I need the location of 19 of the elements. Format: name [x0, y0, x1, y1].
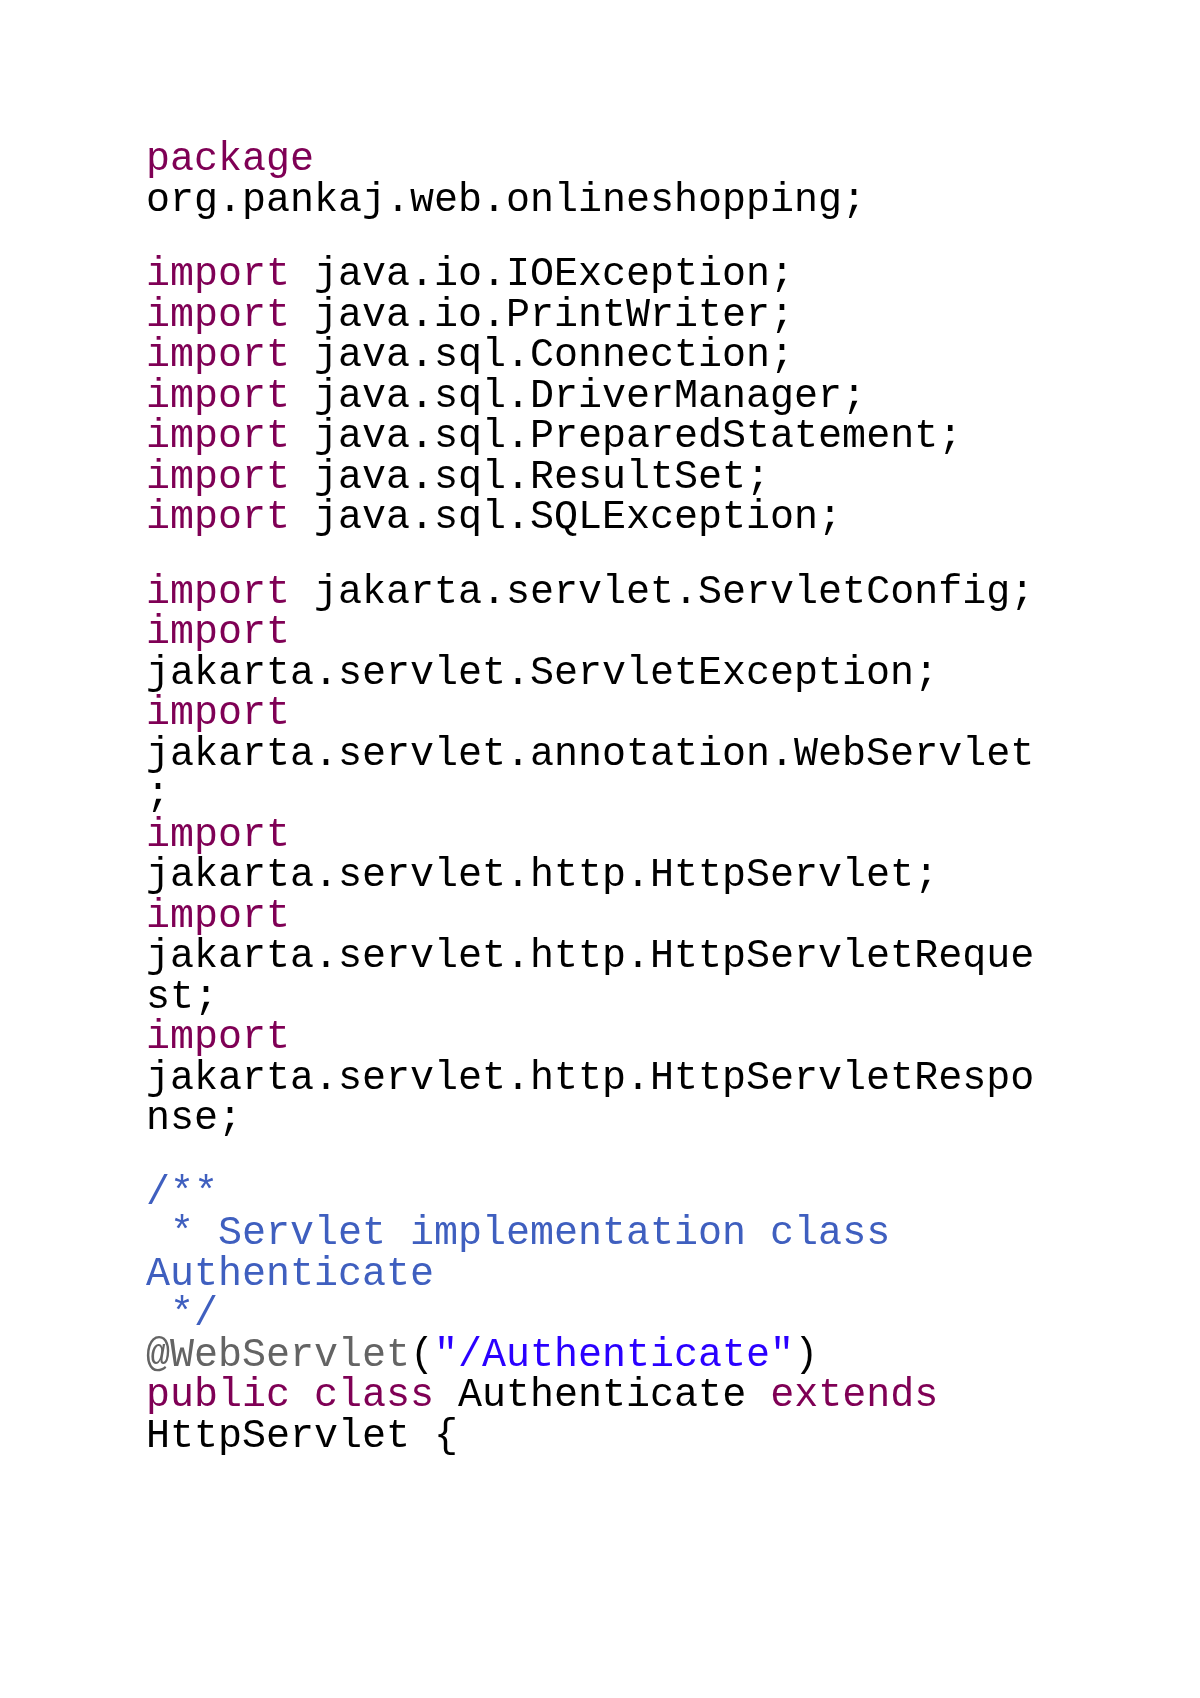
code-line: import java.sql.Connection;	[146, 336, 795, 377]
code-line: public class Authenticate extends HttpServlet {	[146, 1376, 940, 1457]
code-line: import jakarta.servlet.ServletException;	[146, 613, 939, 694]
code-line: import java.sql.SQLException;	[146, 498, 844, 539]
code-line: import jakarta.servlet.annotation.WebServlet;	[146, 694, 1035, 816]
code-line: import jakarta.servlet.http.HttpServletRequest;	[146, 896, 1035, 1018]
code-line: */	[170, 1295, 219, 1336]
code-line: import java.io.IOException;	[146, 255, 796, 296]
code-line: import java.sql.PreparedStatement;	[146, 417, 964, 458]
code-line: import jakarta.servlet.http.HttpServlet;	[146, 815, 940, 897]
code-line: import java.sql.ResultSet;	[146, 457, 771, 498]
code-line: import java.sql.DriverManager;	[146, 376, 867, 417]
code-line: import java.io.PrintWriter;	[146, 295, 796, 336]
code-line: import jakarta.servlet.http.HttpServletResponse;	[146, 1018, 1035, 1140]
code-line: import jakarta.servlet.ServletConfig;	[146, 572, 1035, 613]
code-line: package org.pankaj.web.onlineshopping;	[146, 140, 868, 221]
code-line: @WebServlet("/Authenticate")	[146, 1335, 819, 1376]
code-line: * Servlet implementation class Authenticate	[146, 1214, 892, 1295]
code-line: /**	[146, 1173, 219, 1214]
